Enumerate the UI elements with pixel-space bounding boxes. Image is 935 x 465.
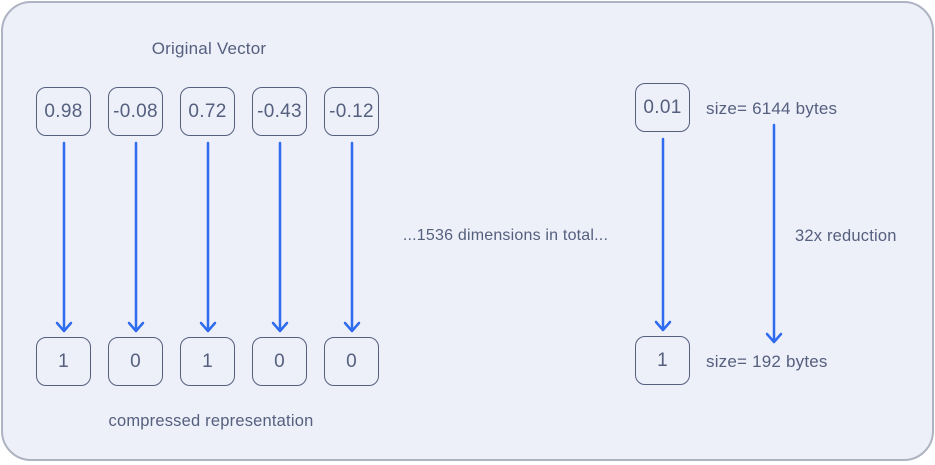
down-arrow — [765, 123, 783, 344]
down-arrow — [343, 141, 361, 333]
diagram-title: Original Vector — [151, 39, 267, 58]
compressed-size-label: size= 192 bytes — [706, 352, 828, 371]
example-compressed-cell: 1 — [635, 336, 690, 385]
original-vector-cell: -0.12 — [324, 87, 379, 136]
down-arrow — [271, 141, 289, 333]
down-arrow — [654, 137, 672, 332]
compressed-vector-cell: 0 — [108, 337, 163, 386]
down-arrow — [127, 141, 145, 333]
down-arrow — [55, 141, 73, 333]
original-vector-cell: 0.98 — [36, 87, 91, 136]
compressed-vector-cell: 0 — [324, 337, 379, 386]
compressed-vector-cell: 1 — [36, 337, 91, 386]
reduction-note: 32x reduction — [795, 227, 897, 245]
example-original-cell: 0.01 — [635, 83, 690, 132]
down-arrow — [199, 141, 217, 333]
original-vector-cell: -0.43 — [252, 87, 307, 136]
compressed-vector-cell: 1 — [180, 337, 235, 386]
compressed-caption: compressed representation — [108, 412, 314, 430]
dimensions-note: ...1536 dimensions in total... — [402, 227, 609, 244]
original-vector-cell: 0.72 — [180, 87, 235, 136]
original-size-label: size= 6144 bytes — [706, 99, 838, 118]
original-vector-cell: -0.08 — [108, 87, 163, 136]
compressed-vector-cell: 0 — [252, 337, 307, 386]
